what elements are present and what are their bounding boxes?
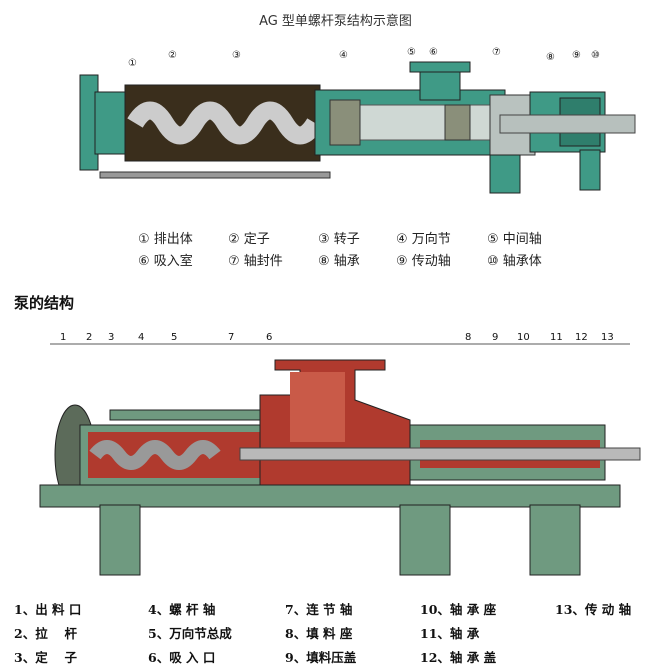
legend-item: 13、传 动 轴 xyxy=(555,602,632,617)
callout-7: ⑦ xyxy=(492,47,501,58)
callout-b12: 12 xyxy=(575,332,588,343)
legend-item: ⑧ 轴承 xyxy=(318,254,360,269)
callout-3: ③ xyxy=(232,50,241,61)
callout-4: ④ xyxy=(339,50,348,61)
bottom-callouts: 1 2 3 4 5 7 6 8 9 10 11 12 13 xyxy=(50,332,630,345)
callout-b13: 13 xyxy=(601,332,614,343)
legend-item: 9、填料压盖 xyxy=(285,650,357,665)
callout-b1: 1 xyxy=(60,332,66,343)
legend-item: 8、填 料 座 xyxy=(285,626,353,641)
callout-b10: 10 xyxy=(517,332,530,343)
callout-6: ⑥ xyxy=(429,47,438,58)
callout-b11: 11 xyxy=(550,332,563,343)
legend-item: ⑥ 吸入室 xyxy=(138,254,193,269)
legend-item: 2、拉 杆 xyxy=(14,626,78,641)
callout-b6: 6 xyxy=(266,332,272,343)
legend-item: ④ 万向节 xyxy=(396,232,451,247)
legend-item: ① 排出体 xyxy=(138,232,193,247)
legend-item: 7、连 节 轴 xyxy=(285,602,353,617)
top-pump-diagram xyxy=(79,61,636,194)
callout-b8: 8 xyxy=(465,332,471,343)
legend-item: 1、出 料 口 xyxy=(14,602,82,617)
section-title: 泵的结构 xyxy=(14,294,75,312)
legend-item: ③ 转子 xyxy=(318,232,360,247)
callout-b4: 4 xyxy=(138,332,144,343)
callout-b9: 9 xyxy=(492,332,498,343)
legend-item: 3、定 子 xyxy=(14,650,78,665)
callout-b2: 2 xyxy=(86,332,92,343)
callout-5: ⑤ xyxy=(407,47,416,58)
callout-9: ⑨ xyxy=(572,50,581,61)
callout-8: ⑧ xyxy=(546,52,555,63)
callout-1: ① xyxy=(128,58,137,69)
legend-item: 4、螺 杆 轴 xyxy=(148,602,216,617)
callout-b3: 3 xyxy=(108,332,114,343)
legend-item: ⑩ 轴承体 xyxy=(487,254,542,269)
callout-10: ⑩ xyxy=(591,50,600,61)
legend-item: 11、轴 承 xyxy=(420,626,480,641)
legend-item: 5、万向节总成 xyxy=(148,626,232,641)
legend-item: 6、吸 入 口 xyxy=(148,650,216,665)
callout-b7: 7 xyxy=(228,332,234,343)
bottom-pump-diagram xyxy=(39,359,641,576)
legend-item: 12、轴 承 盖 xyxy=(420,650,497,665)
legend-item: ⑨ 传动轴 xyxy=(396,254,451,269)
legend-item: ⑦ 轴封件 xyxy=(228,254,283,269)
callout-2: ② xyxy=(168,50,177,61)
legend-item: ② 定子 xyxy=(228,232,270,247)
diagram-title: AG 型单螺杆泵结构示意图 xyxy=(259,14,412,29)
top-callouts: ① ② ③ ④ ⑤ ⑥ ⑦ ⑧ ⑨ ⑩ xyxy=(128,47,600,69)
callout-b5: 5 xyxy=(171,332,177,343)
legend-item: 10、轴 承 座 xyxy=(420,602,497,617)
legend-item: ⑤ 中间轴 xyxy=(487,232,542,247)
